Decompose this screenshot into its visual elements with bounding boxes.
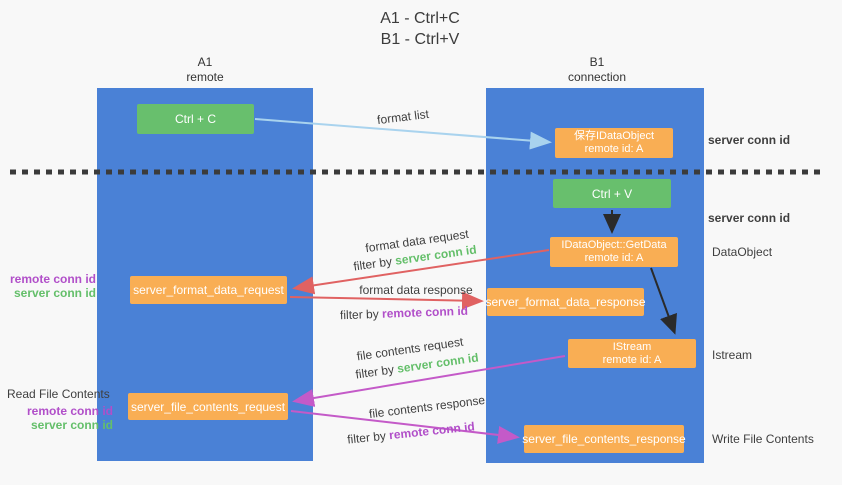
server-file-contents-response-label: server_file_contents_response bbox=[522, 432, 686, 446]
column-b-role: connection bbox=[567, 70, 627, 84]
server-format-data-response-box: server_format_data_response bbox=[485, 288, 646, 316]
format-data-response-arrow bbox=[289, 291, 484, 310]
column-header-a1: A1 remote bbox=[145, 55, 265, 85]
format-data-response-label: format data response bbox=[359, 283, 473, 297]
left-conn-id-pair-upper: remote conn id server conn id bbox=[8, 272, 96, 300]
remote-conn-id-label: remote conn id bbox=[9, 272, 96, 286]
ctrl-v-box: Ctrl + V bbox=[553, 179, 671, 208]
dataobject-label: DataObject bbox=[712, 245, 773, 259]
server-conn-id-label: server conn id bbox=[30, 418, 113, 432]
server-file-contents-request-box: server_file_contents_request bbox=[128, 393, 288, 420]
title-line-1: A1 - Ctrl+C bbox=[380, 10, 460, 27]
save-idataobject-subtitle: remote id: A bbox=[584, 143, 644, 155]
server-file-contents-response-box: server_file_contents_response bbox=[522, 425, 686, 453]
format-list-label: format list bbox=[376, 106, 430, 128]
ctrl-v-label: Ctrl + V bbox=[591, 186, 633, 201]
left-conn-id-pair-lower: remote conn id server conn id bbox=[8, 404, 113, 432]
server-conn-id-label: server conn id bbox=[13, 286, 96, 300]
filter-by-remote-conn-id-label-2: filter by remote conn id bbox=[347, 419, 476, 446]
server-format-data-response-label: server_format_data_response bbox=[485, 295, 646, 309]
save-idataobject-box: 保存IDataObject remote id: A bbox=[555, 128, 673, 158]
column-a-role: remote bbox=[186, 70, 224, 84]
filter-by-text: filter by bbox=[354, 362, 395, 382]
idataobject-getdata-box: IDataObject::GetData remote id: A bbox=[550, 237, 678, 267]
remote-conn-id-text: remote conn id bbox=[388, 419, 476, 443]
save-idataobject-title: 保存IDataObject bbox=[573, 130, 655, 142]
getdata-title: IDataObject::GetData bbox=[561, 239, 667, 251]
filter-by-text: filter by bbox=[346, 428, 387, 447]
getdata-subtitle: remote id: A bbox=[584, 252, 644, 264]
server-conn-id-label-right-1: server conn id bbox=[708, 133, 791, 147]
istream-subtitle: remote id: A bbox=[602, 353, 662, 366]
server-format-data-request-label: server_format_data_request bbox=[133, 283, 284, 297]
server-format-data-request-box: server_format_data_request bbox=[130, 276, 287, 304]
column-a-name: A1 bbox=[197, 55, 213, 69]
ctrl-c-label: Ctrl + C bbox=[174, 112, 216, 126]
filter-by-text: filter by bbox=[339, 306, 379, 323]
read-file-contents-label: Read File Contents bbox=[7, 387, 110, 401]
column-b-name: B1 bbox=[589, 55, 605, 69]
write-file-contents-label: Write File Contents bbox=[712, 432, 814, 446]
remote-conn-id-text: remote conn id bbox=[381, 303, 469, 321]
column-header-b1: B1 connection bbox=[537, 55, 657, 85]
istream-title: IStream bbox=[612, 340, 652, 353]
filter-by-text: filter by bbox=[352, 254, 393, 274]
server-file-contents-request-label: server_file_contents_request bbox=[130, 399, 286, 414]
title-line-2: B1 - Ctrl+V bbox=[380, 31, 460, 48]
istream-box: IStream remote id: A bbox=[568, 339, 696, 368]
remote-conn-id-label: remote conn id bbox=[26, 404, 113, 418]
filter-by-remote-conn-id-label-1: filter by remote conn id bbox=[340, 304, 468, 322]
diagram-title: A1 - Ctrl+C B1 - Ctrl+V bbox=[320, 8, 520, 50]
istream-side-label: Istream bbox=[712, 348, 753, 362]
ctrl-c-box: Ctrl + C bbox=[137, 104, 254, 134]
server-conn-id-label-right-2: server conn id bbox=[708, 211, 791, 225]
file-contents-response-label: file contents response bbox=[368, 392, 486, 422]
